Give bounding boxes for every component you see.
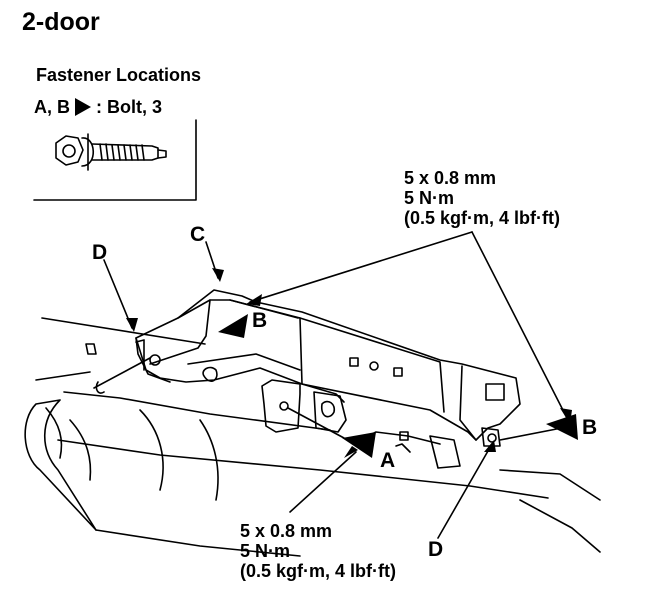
fastener-ids: A, B bbox=[34, 97, 70, 117]
fastener-description: : Bolt, 3 bbox=[96, 97, 162, 117]
callout-d-bottom: D bbox=[428, 538, 444, 561]
bracket-c-outline bbox=[135, 289, 521, 441]
sill-upper-line bbox=[41, 317, 206, 345]
torque-spec-top: 5 x 0.8 mm 5 N·m (0.5 kgf·m, 4 lbf·ft) bbox=[404, 168, 560, 228]
bracket-lower-tab bbox=[261, 379, 301, 433]
leader-a-hole bbox=[287, 407, 345, 439]
callout-b-left: B bbox=[252, 309, 268, 332]
floor-right-line bbox=[499, 469, 601, 501]
callout-a: A bbox=[380, 449, 396, 472]
arrowhead-d-left bbox=[126, 318, 138, 332]
arrowhead-c bbox=[212, 268, 224, 282]
arrowhead-top-bracket bbox=[246, 294, 262, 306]
floor-line-1 bbox=[63, 391, 331, 431]
arrowhead-d-bottom bbox=[484, 440, 496, 452]
triangle-marker-icon bbox=[75, 98, 91, 116]
leader-bottom-spec bbox=[289, 451, 357, 513]
leader-top-to-bracket bbox=[249, 231, 473, 303]
fastener-legend: A, B : Bolt, 3 bbox=[34, 98, 162, 116]
spec-top-torque: 5 N·m bbox=[404, 188, 455, 208]
leader-d-bottom bbox=[437, 443, 493, 539]
floor-line-3 bbox=[95, 529, 301, 557]
spec-bottom-size: 5 x 0.8 mm bbox=[240, 521, 333, 541]
callout-b-right: B bbox=[582, 416, 598, 439]
leader-d-left bbox=[103, 259, 133, 329]
floor-line-2 bbox=[57, 439, 549, 499]
arrowhead-bottom-spec bbox=[344, 446, 358, 458]
leader-top-to-right bbox=[471, 231, 569, 421]
floor-tube bbox=[24, 399, 97, 531]
bolt-marker-a bbox=[342, 432, 376, 458]
torque-spec-bottom: 5 x 0.8 mm 5 N·m (0.5 kgf·m, 4 lbf·ft) bbox=[240, 521, 396, 581]
page-title: 2-door bbox=[22, 8, 100, 36]
callout-c: C bbox=[190, 223, 206, 246]
floor-lower-right bbox=[519, 499, 601, 553]
spec-bottom-torque-alt: (0.5 kgf·m, 4 lbf·ft) bbox=[240, 561, 396, 581]
bolt-marker-b-right bbox=[546, 414, 578, 440]
callout-d-left: D bbox=[92, 241, 108, 264]
bolt-marker-b-left bbox=[218, 314, 248, 338]
leader-b-left-hole bbox=[93, 357, 151, 389]
spec-top-torque-alt: (0.5 kgf·m, 4 lbf·ft) bbox=[404, 208, 560, 228]
spec-top-size: 5 x 0.8 mm bbox=[404, 168, 497, 188]
fastener-locations-heading: Fastener Locations bbox=[36, 65, 202, 85]
sill-line bbox=[35, 371, 91, 381]
spec-bottom-torque: 5 N·m bbox=[240, 541, 291, 561]
bolt-icon bbox=[55, 133, 167, 171]
fastener-inset-frame bbox=[33, 119, 197, 201]
